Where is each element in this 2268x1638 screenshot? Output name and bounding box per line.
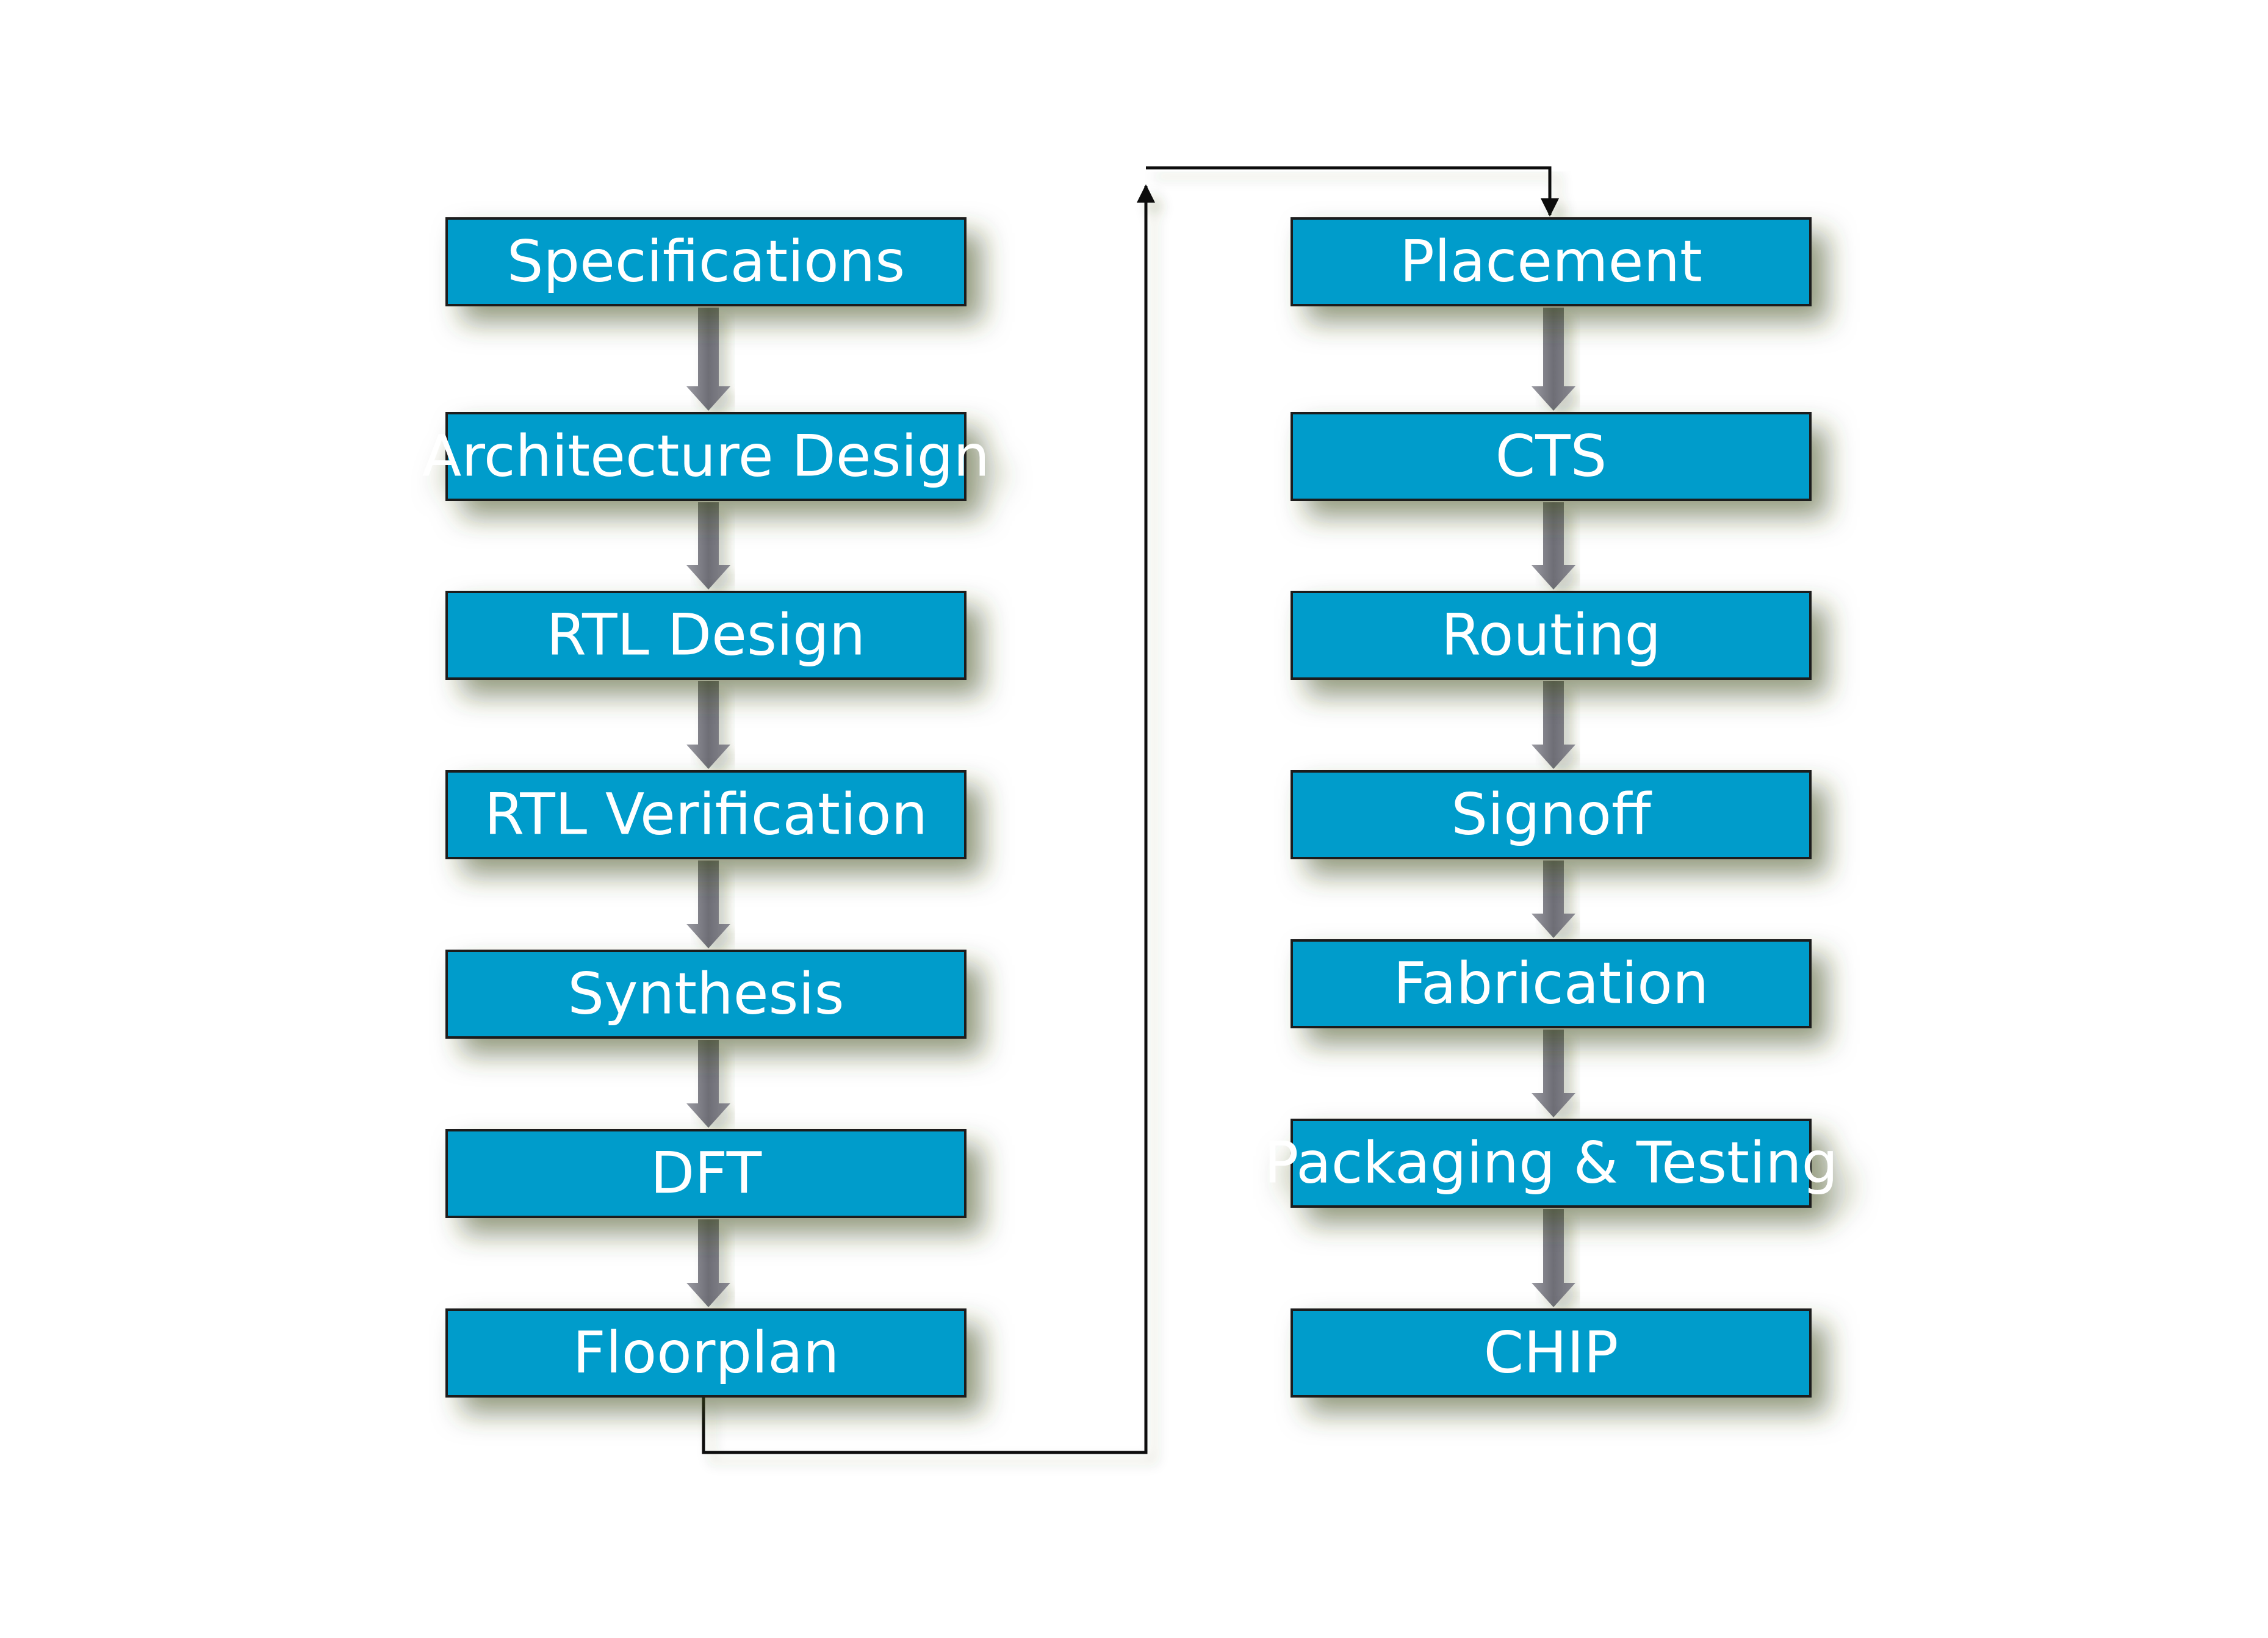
step-box — [445, 950, 967, 1039]
step-specifications: Specifications — [445, 217, 967, 306]
step-box — [1291, 591, 1812, 680]
step-box — [445, 217, 967, 306]
step-floorplan: Floorplan — [445, 1308, 967, 1398]
step-label: RTL Verification — [484, 782, 927, 848]
connector-layer — [702, 166, 1559, 1454]
step-rtl-design: RTL Design — [445, 591, 967, 680]
step-label: Architecture Design — [422, 424, 990, 490]
arrow-layer — [686, 308, 1575, 1307]
right-down-arrow-icon — [1532, 681, 1575, 769]
step-box — [1291, 939, 1812, 1028]
step-label: Routing — [1441, 602, 1661, 669]
step-label: Signoff — [1451, 782, 1652, 848]
step-label: RTL Design — [547, 602, 866, 669]
right-down-arrow-icon — [1532, 308, 1575, 411]
right-down-arrow-icon — [1532, 1030, 1575, 1117]
step-box — [445, 770, 967, 859]
step-box — [1291, 412, 1812, 501]
step-signoff: Signoff — [1291, 770, 1812, 859]
step-label: CHIP — [1484, 1320, 1619, 1387]
step-box — [1291, 1119, 1812, 1208]
step-placement: Placement — [1291, 217, 1812, 306]
right-down-arrow-icon — [1532, 1209, 1575, 1307]
left-down-arrow-icon — [686, 860, 730, 948]
step-routing: Routing — [1291, 591, 1812, 680]
right-down-arrow-icon — [1532, 502, 1575, 590]
step-box — [445, 591, 967, 680]
top-to-placement-connector — [1146, 166, 1559, 217]
left-down-arrow-icon — [686, 308, 730, 411]
step-label: Fabrication — [1394, 951, 1709, 1017]
step-box — [445, 412, 967, 501]
step-label: Placement — [1400, 229, 1702, 295]
left-down-arrow-icon — [686, 1040, 730, 1128]
step-label: Packaging & Testing — [1264, 1130, 1838, 1197]
step-cts: CTS — [1291, 412, 1812, 501]
step-packaging-testing: Packaging & Testing — [1264, 1119, 1838, 1208]
step-label: DFT — [650, 1141, 762, 1207]
step-fabrication: Fabrication — [1291, 939, 1812, 1028]
step-architecture-design: Architecture Design — [422, 412, 990, 501]
step-box — [1291, 217, 1812, 306]
step-box — [445, 1308, 967, 1398]
step-box — [445, 1129, 967, 1218]
step-label: Synthesis — [567, 961, 844, 1028]
step-label: Specifications — [507, 229, 905, 295]
step-dft: DFT — [445, 1129, 967, 1218]
step-rtl-verification: RTL Verification — [445, 770, 967, 859]
step-box — [1291, 1308, 1812, 1398]
step-box — [1291, 770, 1812, 859]
right-down-arrow-icon — [1532, 860, 1575, 938]
step-chip: CHIP — [1291, 1308, 1812, 1398]
step-synthesis: Synthesis — [445, 950, 967, 1039]
left-down-arrow-icon — [686, 502, 730, 590]
left-down-arrow-icon — [686, 1219, 730, 1307]
step-label: Floorplan — [573, 1320, 840, 1387]
floorplan-to-top-connector — [702, 184, 1155, 1454]
left-down-arrow-icon — [686, 681, 730, 769]
step-label: CTS — [1496, 424, 1607, 490]
